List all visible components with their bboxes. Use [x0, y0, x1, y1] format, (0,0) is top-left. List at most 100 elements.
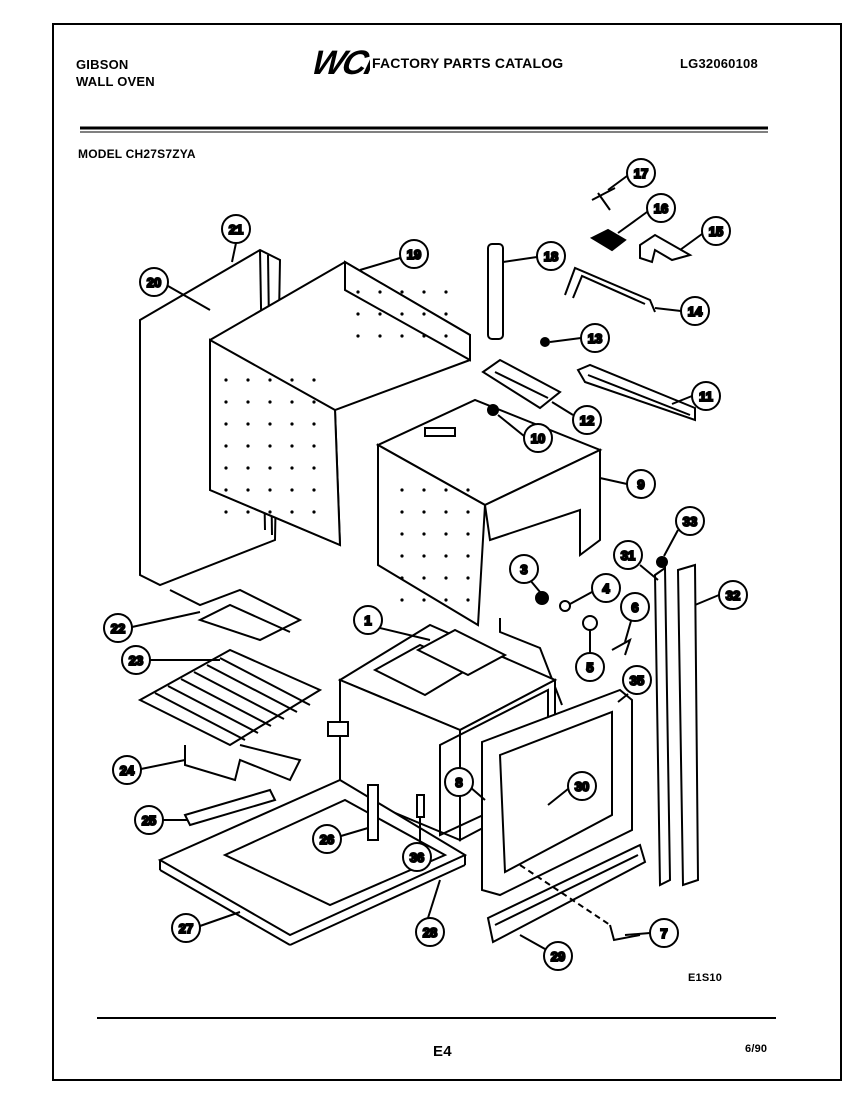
- document-number: LG32060108: [680, 56, 758, 71]
- svg-text:32: 32: [726, 588, 740, 603]
- callout-3: 3: [509, 554, 541, 593]
- callout-bubbles: 21 20 19 18 17 16 15 14 13 11 12 10 9 33…: [103, 158, 748, 971]
- callout-28: 28: [415, 879, 445, 947]
- svg-text:20: 20: [147, 275, 161, 290]
- svg-text:1: 1: [364, 613, 371, 628]
- callout-17: 17: [607, 158, 656, 191]
- svg-text:13: 13: [588, 331, 602, 346]
- wci-logo: WCI: [308, 45, 370, 78]
- callout-36: 36: [402, 818, 432, 872]
- callout-7: 7: [624, 918, 679, 948]
- callout-20: 20: [139, 267, 211, 311]
- callout-31: 31: [613, 540, 659, 581]
- small-hardware: [499, 591, 632, 706]
- svg-text:19: 19: [407, 247, 421, 262]
- callout-12: 12: [551, 401, 602, 435]
- part-7-pin: [519, 864, 641, 942]
- callout-19: 19: [359, 239, 429, 271]
- callout-10: 10: [497, 414, 553, 453]
- svg-text:10: 10: [531, 431, 545, 446]
- svg-text:14: 14: [688, 304, 703, 319]
- svg-text:29: 29: [551, 949, 565, 964]
- part-18-tube: [487, 243, 504, 340]
- callout-24: 24: [112, 755, 186, 785]
- callout-35: 35: [617, 665, 652, 703]
- callout-15: 15: [679, 216, 731, 251]
- page-border: [52, 23, 842, 1081]
- callout-14: 14: [654, 296, 710, 326]
- callout-30: 30: [547, 771, 597, 806]
- callout-22: 22: [103, 611, 201, 643]
- callout-8: 8: [444, 767, 486, 801]
- svg-text:27: 27: [179, 921, 193, 936]
- broil-element: [169, 588, 303, 642]
- catalog-title: FACTORY PARTS CATALOG: [372, 55, 564, 71]
- part-17-clip: [591, 187, 616, 211]
- svg-text:35: 35: [630, 673, 644, 688]
- door-frame: [481, 688, 633, 897]
- callout-32: 33: [663, 506, 705, 557]
- part-13-screw: [540, 337, 550, 347]
- callout-25: 25: [134, 805, 188, 835]
- callout-16: 16: [617, 193, 676, 234]
- svg-text:4: 4: [602, 581, 610, 596]
- figure-code: E1S10: [688, 972, 723, 984]
- page-number: E4: [433, 1043, 452, 1060]
- bottom-trim: [486, 843, 647, 944]
- part-36-clip: [416, 794, 425, 818]
- svg-text:22: 22: [111, 621, 125, 636]
- svg-text:5: 5: [586, 660, 593, 675]
- svg-text:WCI: WCI: [308, 45, 370, 78]
- callout-29: 29: [519, 934, 573, 971]
- print-date: 6/90: [745, 1043, 768, 1055]
- cavity-wrapper: [375, 398, 603, 627]
- svg-text:18: 18: [544, 249, 558, 264]
- callout-13: 13: [549, 323, 610, 353]
- svg-text:31: 31: [621, 548, 635, 563]
- callout-21: 21: [221, 214, 251, 263]
- part-12-tray: [481, 358, 562, 410]
- svg-text:24: 24: [120, 763, 135, 778]
- svg-text:25: 25: [142, 813, 156, 828]
- svg-text:36: 36: [410, 850, 424, 865]
- svg-text:7: 7: [660, 926, 667, 941]
- callout-4: 4: [569, 573, 621, 605]
- part-16-block: [589, 228, 627, 252]
- part-25-bracket: [183, 788, 277, 827]
- callout-5: 5: [575, 630, 605, 682]
- callout-33: 32: [694, 580, 748, 610]
- svg-text:11: 11: [699, 389, 713, 404]
- part-14-pipe: [564, 266, 656, 313]
- brand-name: GIBSON: [76, 57, 129, 72]
- svg-text:8: 8: [455, 775, 462, 790]
- svg-text:28: 28: [423, 925, 437, 940]
- model-number: MODEL CH27S7ZYA: [78, 147, 196, 161]
- svg-text:21: 21: [229, 222, 243, 237]
- svg-text:9: 9: [637, 477, 644, 492]
- svg-text:12: 12: [580, 413, 594, 428]
- part-10-knob: [487, 404, 499, 416]
- callout-9: 9: [599, 469, 656, 499]
- part-26-hinge: [367, 784, 379, 841]
- svg-text:26: 26: [320, 832, 334, 847]
- callout-18: 18: [502, 241, 566, 271]
- svg-text:6: 6: [631, 600, 638, 615]
- product-type: WALL OVEN: [76, 74, 155, 89]
- bake-element: [184, 744, 302, 782]
- svg-text:30: 30: [575, 779, 589, 794]
- bottom-panel: [157, 778, 468, 946]
- callout-26: 26: [312, 824, 369, 854]
- oven-rack: [137, 648, 323, 747]
- part-15-elbow: [639, 233, 693, 264]
- callout-11: 11: [671, 381, 721, 411]
- callout-6: 6: [620, 592, 650, 643]
- part-11-bracket: [576, 363, 696, 422]
- side-trims: [653, 556, 700, 887]
- svg-text:23: 23: [129, 653, 143, 668]
- svg-text:17: 17: [634, 166, 648, 181]
- callout-23: 23: [121, 645, 220, 675]
- svg-text:16: 16: [654, 201, 668, 216]
- svg-text:15: 15: [709, 224, 723, 239]
- callout-1: 1: [353, 605, 431, 641]
